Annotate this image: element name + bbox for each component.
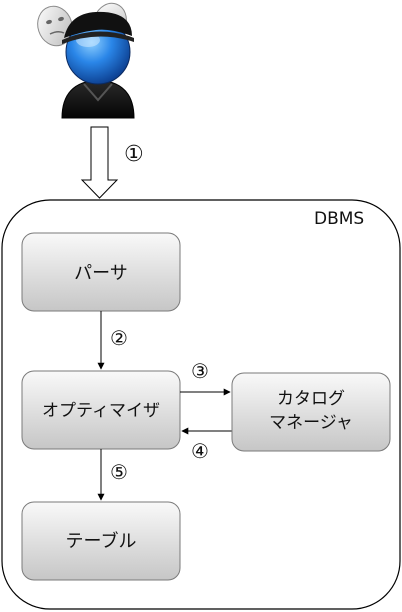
optimizer-label: オプティマイザ	[42, 401, 160, 421]
step5-label: ⑤	[110, 460, 128, 484]
table-label: テーブル	[66, 530, 137, 552]
step1-label: ①	[124, 142, 144, 167]
user-icon	[37, 2, 135, 119]
step1-arrow	[80, 126, 119, 199]
dbms-label: DBMS	[314, 209, 364, 229]
catalog-manager-box: カタログ マネージャ	[231, 372, 391, 452]
catalog-label-line1: カタログ	[277, 389, 345, 409]
step3-label: ③	[191, 359, 209, 383]
optimizer-box: オプティマイザ	[21, 370, 181, 450]
step2-label: ②	[110, 326, 128, 350]
catalog-label-line2: マネージャ	[269, 413, 353, 433]
table-box: テーブル	[21, 501, 181, 581]
parser-box: パーサ	[21, 232, 181, 312]
step4-label: ④	[191, 439, 209, 463]
parser-label: パーサ	[74, 263, 128, 284]
